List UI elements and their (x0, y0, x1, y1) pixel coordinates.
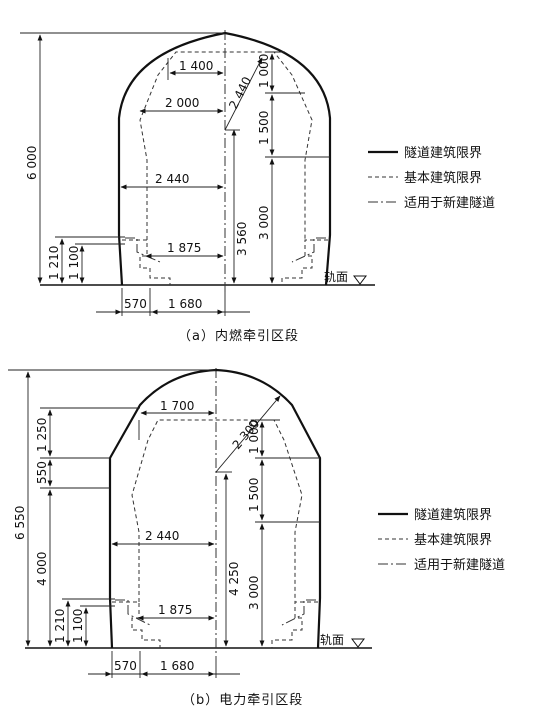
dim-1210-b: 1 210 (53, 609, 67, 643)
rail-symbol-a (353, 275, 367, 285)
dim-3000-b: 3 000 (247, 576, 261, 610)
dim-1680-a: 1 680 (168, 297, 202, 311)
basic-clearance-step-right-b (271, 601, 318, 648)
basic-clearance-step-left-a (122, 239, 171, 285)
new-tunnel-outline-right-b (281, 599, 316, 626)
caption-b: （b）电力牵引区段 (182, 693, 303, 708)
legend-tunnel-clearance-a: 隧道建筑限界 (404, 145, 482, 161)
dim-1875-a: 1 875 (167, 241, 201, 255)
dim-2440-a: 2 440 (155, 172, 189, 186)
dim-1680-b: 1 680 (160, 659, 194, 673)
rail-label-a: 轨面 (324, 270, 348, 284)
tunnel-clearance-outline-b (108, 368, 322, 649)
dim-550-b: 550 (35, 461, 49, 484)
dim-4000-b: 4 000 (35, 552, 49, 586)
dim-3000-a: 3 000 (257, 206, 271, 240)
legend-basic-clearance-b: 基本建筑限界 (414, 532, 492, 548)
dim-570-a: 570 (124, 297, 147, 311)
panel-a: 轨面 6 000 1 210 1 100 1 400 2 000 (20, 30, 495, 344)
dim-2000-a: 2 000 (165, 96, 199, 110)
legend-new-tunnel-a: 适用于新建隧道 (404, 195, 495, 211)
basic-clearance-step-right-a (281, 239, 328, 285)
caption-a: （a）内燃牵引区段 (178, 328, 299, 344)
basic-clearance-step-left-b (112, 601, 161, 648)
legend-basic-clearance-a: 基本建筑限界 (404, 170, 482, 186)
rail-symbol-b (351, 638, 365, 648)
dim-1000-b: 1 000 (247, 420, 261, 454)
dim-1100-a: 1 100 (67, 246, 81, 280)
panel-b: 轨面 6 550 1 250 550 4 000 1 210 1 100 (8, 368, 505, 708)
dim-1000-a: 1 000 (257, 54, 271, 88)
dim-1210-a: 1 210 (47, 246, 61, 280)
dim-3560-a: 3 560 (235, 222, 249, 256)
dim-1100-b: 1 100 (71, 609, 85, 643)
dim-radius-2440-a: 2 440 (226, 74, 254, 111)
dim-total-height-a: 6 000 (25, 146, 39, 180)
dim-1400-a: 1 400 (179, 59, 213, 73)
dim-1700-b: 1 700 (160, 399, 194, 413)
dim-570-b: 570 (114, 659, 137, 673)
basic-clearance-outline-b (131, 419, 303, 602)
dim-1500-b: 1 500 (247, 478, 261, 512)
legend-new-tunnel-b: 适用于新建隧道 (414, 557, 505, 573)
basic-clearance-outline-a (139, 51, 313, 240)
dim-4250-b: 4 250 (227, 562, 241, 596)
legend-tunnel-clearance-b: 隧道建筑限界 (414, 507, 492, 523)
dim-2440-b: 2 440 (145, 529, 179, 543)
dim-1500-a: 1 500 (257, 111, 271, 145)
rail-label-b: 轨面 (320, 633, 344, 647)
new-tunnel-outline-right-a (291, 237, 326, 263)
dim-total-height-b: 6 550 (13, 506, 27, 540)
dim-1250-b: 1 250 (35, 418, 49, 452)
new-tunnel-outline-b (115, 599, 151, 626)
dim-1875-b: 1 875 (158, 603, 192, 617)
new-tunnel-outline-a (125, 237, 161, 263)
